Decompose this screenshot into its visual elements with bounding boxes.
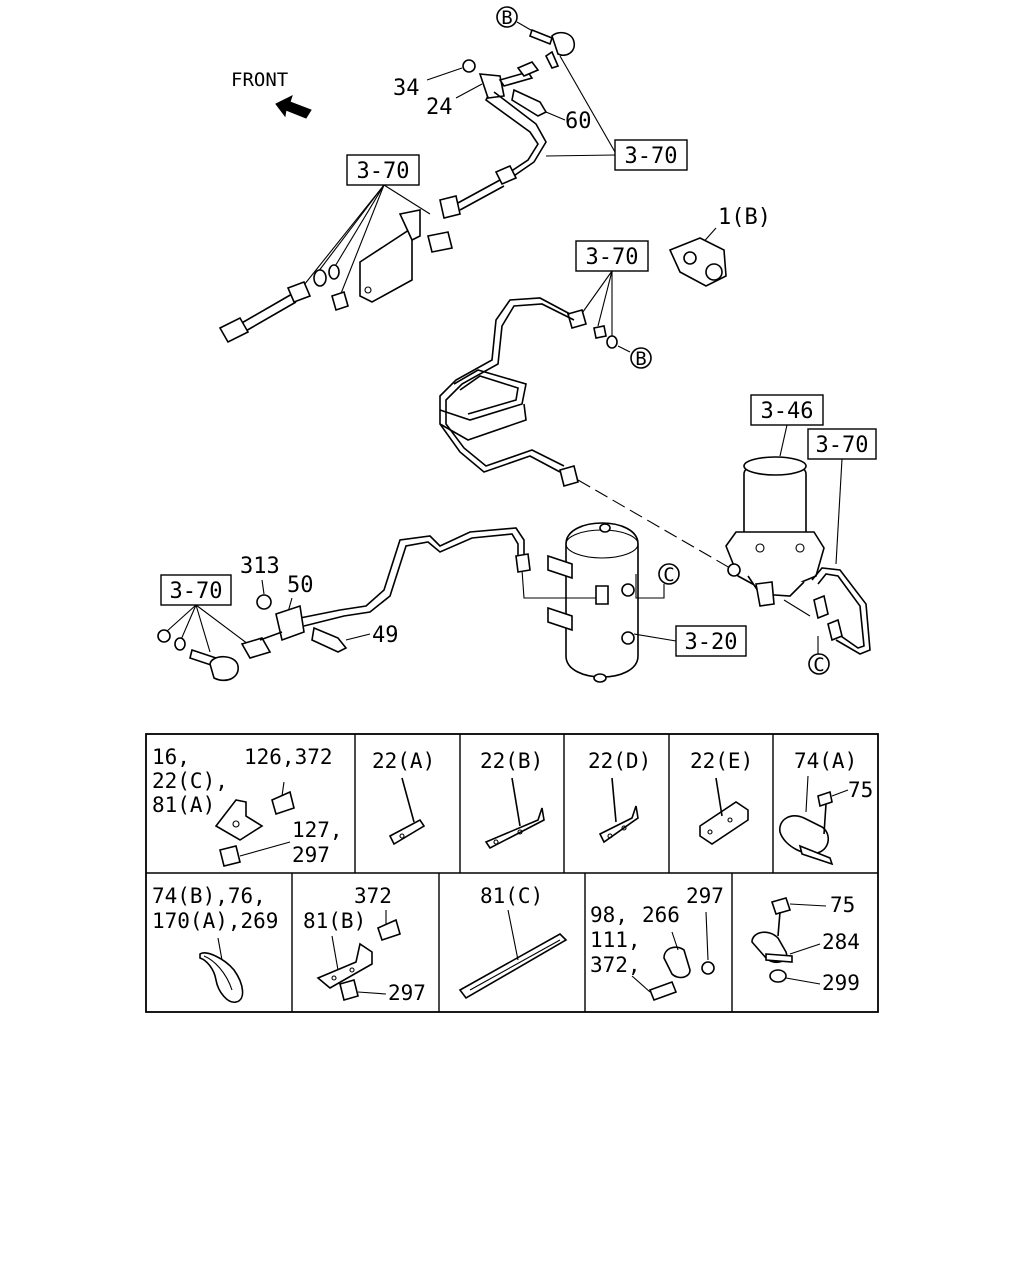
svg-text:22(B): 22(B): [480, 749, 543, 773]
svg-text:3-70: 3-70: [625, 144, 678, 169]
svg-text:372: 372: [354, 884, 392, 908]
svg-text:284: 284: [822, 930, 860, 954]
svg-text:C: C: [663, 564, 674, 586]
callout-b-mid: B: [630, 347, 652, 370]
callout-c-right: C: [658, 563, 680, 586]
clip-1b: [668, 237, 727, 287]
callout-c-bottom: C: [808, 653, 830, 676]
front-label: FRONT: [231, 69, 288, 91]
label-60: 60: [565, 109, 592, 134]
svg-text:22(C),: 22(C),: [152, 769, 228, 793]
svg-text:B: B: [635, 348, 646, 370]
svg-text:16,: 16,: [152, 745, 190, 769]
svg-text:3-46: 3-46: [761, 399, 814, 424]
table-cell-r2c3: 81(C): [458, 884, 568, 1000]
label-49: 49: [372, 623, 399, 648]
svg-text:3-20: 3-20: [685, 630, 738, 655]
table-cell-r2c5: 75 284 299: [751, 893, 860, 995]
ref-box-3-70-right: 3-70: [807, 428, 877, 460]
ref-box-3-70-top-right: 3-70: [614, 139, 688, 171]
table-cell-r1c2: 22(A): [372, 749, 435, 846]
svg-text:3-70: 3-70: [816, 433, 869, 458]
ref-box-3-46: 3-46: [750, 394, 824, 426]
svg-text:75: 75: [830, 893, 855, 917]
svg-text:22(A): 22(A): [372, 749, 435, 773]
table-cell-r2c1: 74(B),76, 170(A),269: [152, 884, 278, 1003]
ref-box-3-70-left: 3-70: [346, 154, 420, 186]
svg-text:297: 297: [292, 843, 330, 867]
svg-text:98,: 98,: [590, 903, 628, 927]
label-24: 24: [426, 95, 453, 120]
svg-text:372,: 372,: [590, 953, 641, 977]
label-313: 313: [240, 554, 280, 579]
ref-box-3-70-center: 3-70: [575, 240, 649, 272]
table-cell-r1c3: 22(B): [480, 749, 545, 850]
svg-text:111,: 111,: [590, 928, 641, 952]
table-cell-r1c1: 16, 22(C), 81(A) 126,372 127, 297: [152, 745, 343, 867]
front-indicator: FRONT: [231, 69, 312, 119]
table-cell-r2c2: 372 81(B) 297: [303, 884, 426, 1005]
air-dryer: [725, 456, 825, 607]
table-cell-r1c5: 22(E): [690, 749, 753, 845]
table-cell-r2c4: 98, 111, 372, 266 297: [590, 884, 724, 1002]
svg-text:C: C: [813, 654, 824, 676]
svg-text:75: 75: [848, 778, 873, 802]
svg-text:297: 297: [686, 884, 724, 908]
svg-text:3-70: 3-70: [586, 245, 639, 270]
svg-text:81(C): 81(C): [480, 884, 543, 908]
svg-text:22(E): 22(E): [690, 749, 753, 773]
label-50: 50: [287, 573, 314, 598]
svg-text:81(A): 81(A): [152, 793, 215, 817]
front-arrow-icon: [275, 95, 312, 119]
ref-box-3-70-bottom-left: 3-70: [160, 574, 232, 606]
svg-text:B: B: [501, 7, 512, 29]
svg-text:3-70: 3-70: [357, 159, 410, 184]
table-cell-r1c4: 22(D): [588, 749, 651, 844]
label-34: 34: [393, 76, 420, 101]
svg-text:74(A): 74(A): [794, 749, 857, 773]
svg-text:126,372: 126,372: [244, 745, 333, 769]
svg-text:170(A),269: 170(A),269: [152, 909, 278, 933]
svg-text:22(D): 22(D): [588, 749, 651, 773]
bracket-left: [359, 209, 421, 303]
air-tank: [547, 522, 639, 683]
banjo-bolt-top: [529, 28, 576, 69]
svg-text:299: 299: [822, 971, 860, 995]
ref-box-3-20: 3-20: [675, 625, 747, 657]
label-1b: 1(B): [718, 205, 771, 230]
table-cell-r1c6: 74(A) 75: [779, 749, 873, 866]
parts-table: [145, 733, 879, 1013]
svg-text:266: 266: [642, 903, 680, 927]
svg-text:297: 297: [388, 981, 426, 1005]
svg-text:127,: 127,: [292, 818, 343, 842]
svg-text:81(B): 81(B): [303, 909, 366, 933]
callout-b-top: B: [496, 6, 518, 29]
svg-text:74(B),76,: 74(B),76,: [152, 884, 266, 908]
svg-text:3-70: 3-70: [170, 579, 223, 604]
